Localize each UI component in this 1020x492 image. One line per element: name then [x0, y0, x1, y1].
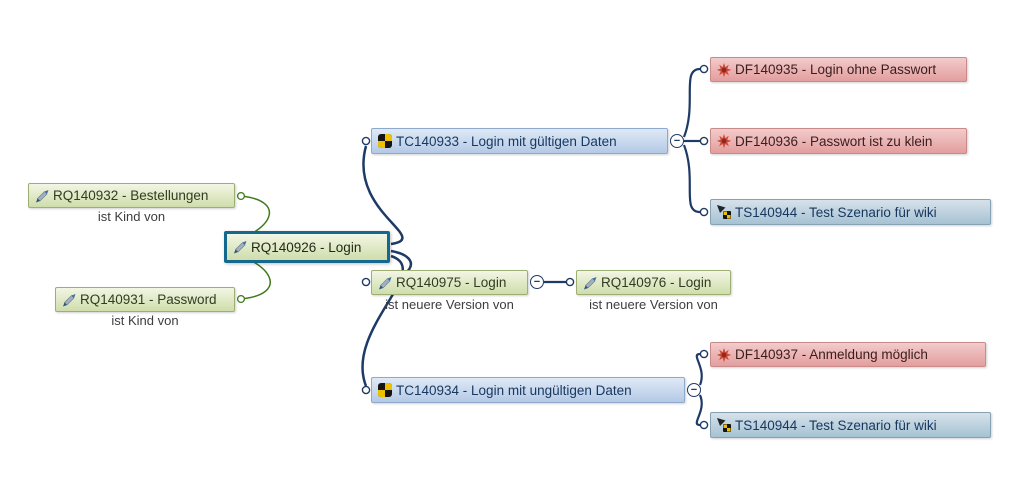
requirement-icon — [377, 275, 393, 291]
node-label: DF140937 - Anmeldung möglich — [735, 347, 928, 362]
node-label: DF140935 - Login ohne Passwort — [735, 62, 937, 77]
edge-tc933-ts944 — [682, 144, 701, 214]
collapse-button-tc140933[interactable]: − — [670, 134, 684, 148]
connector-dot — [565, 277, 575, 287]
requirement-icon — [232, 239, 248, 255]
node-tc140933[interactable]: TC140933 - Login mit gültigen Daten — [371, 128, 668, 154]
node-rq140931[interactable]: RQ140931 - Password — [55, 287, 235, 312]
node-label: TS140944 - Test Szenario für wiki — [735, 204, 937, 220]
connector-dot — [236, 294, 246, 304]
requirement-icon — [61, 292, 77, 308]
connector-dot — [699, 207, 709, 217]
collapse-button-rq140975[interactable]: − — [530, 275, 544, 289]
connector-dot — [361, 277, 371, 287]
connector-dot — [236, 191, 246, 201]
node-rq140975[interactable]: RQ140975 - Login — [371, 270, 528, 295]
edge-root-tc140933 — [362, 145, 404, 246]
edge-tc934-ts944 — [695, 394, 703, 427]
node-label: RQ140926 - Login — [251, 239, 362, 255]
node-df140936[interactable]: DF140936 - Passwort ist zu klein — [710, 128, 967, 154]
node-df140935[interactable]: DF140935 - Login ohne Passwort — [710, 57, 967, 82]
testcase-icon — [377, 133, 393, 149]
defect-icon — [716, 62, 732, 78]
defect-icon — [716, 347, 732, 363]
testscenario-icon — [716, 417, 732, 433]
node-label: RQ140976 - Login — [601, 275, 712, 290]
node-tc140934[interactable]: TC140934 - Login mit ungültigen Daten — [371, 377, 685, 403]
testcase-icon — [377, 382, 393, 398]
node-label: TC140934 - Login mit ungültigen Daten — [396, 382, 632, 398]
node-label: TC140933 - Login mit gültigen Daten — [396, 133, 617, 149]
node-df140937[interactable]: DF140937 - Anmeldung möglich — [710, 342, 986, 367]
connector-dot — [699, 136, 709, 146]
connector-dot — [699, 349, 709, 359]
relation-label-version-2: ist neuere Version von — [589, 297, 718, 312]
relation-label-kindvon-2: ist Kind von — [111, 313, 179, 328]
node-ts140944-bottom[interactable]: TS140944 - Test Szenario für wiki — [710, 412, 991, 438]
relation-label-version-1: ist neuere Version von — [385, 297, 514, 312]
node-label: TS140944 - Test Szenario für wiki — [735, 417, 937, 433]
node-rq140926-selected[interactable]: RQ140926 - Login — [224, 231, 390, 263]
requirement-icon — [34, 188, 50, 204]
node-ts140944-top[interactable]: TS140944 - Test Szenario für wiki — [710, 199, 991, 225]
relation-label-kindvon-1: ist Kind von — [97, 209, 166, 224]
node-rq140976[interactable]: RQ140976 - Login — [576, 270, 731, 295]
node-label: RQ140975 - Login — [396, 275, 507, 290]
requirement-icon — [582, 275, 598, 291]
node-label: RQ140931 - Password — [80, 292, 217, 307]
edge-tc933-df935 — [682, 67, 701, 138]
node-label: RQ140932 - Bestellungen — [53, 188, 209, 203]
node-label: DF140936 - Passwort ist zu klein — [735, 133, 933, 149]
collapse-button-tc140934[interactable]: − — [687, 383, 701, 397]
connector-dot — [361, 136, 371, 146]
testscenario-icon — [716, 204, 732, 220]
node-rq140932[interactable]: RQ140932 - Bestellungen — [28, 183, 235, 208]
connector-dot — [699, 420, 709, 430]
connector-dot — [699, 64, 709, 74]
edge-tc934-df937 — [695, 352, 703, 386]
connector-dot — [361, 385, 371, 395]
defect-icon — [716, 133, 732, 149]
